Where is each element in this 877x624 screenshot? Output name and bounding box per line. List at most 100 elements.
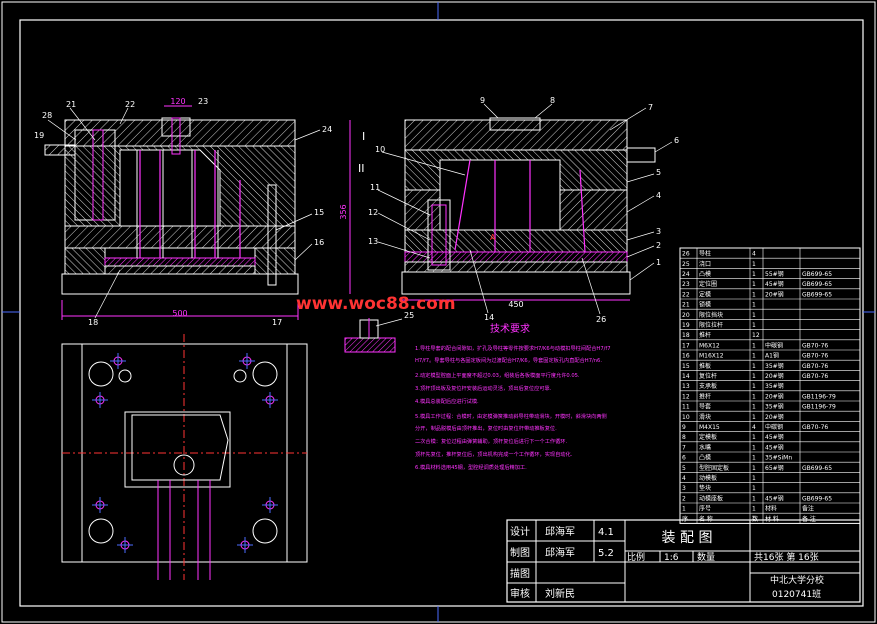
bom-cell: 1 xyxy=(752,414,756,421)
balloon-7: 7 xyxy=(648,103,653,112)
role-check: 审核 xyxy=(510,587,530,600)
bom-cell: 导套 xyxy=(699,403,711,411)
balloon-15: 15 xyxy=(314,208,324,217)
tech-req-line-2: H7/f7。导套导柱与各固定板间为过渡配合H7/K6，导套固定板孔内直配合H7/… xyxy=(415,356,602,364)
detail-view: 25 xyxy=(344,311,414,353)
balloon-16: 16 xyxy=(314,238,324,247)
balloon-19: 19 xyxy=(34,131,44,140)
front-width-dim: 500 xyxy=(172,309,187,318)
bom-cell: 1 xyxy=(752,495,756,502)
side-width-dim: 450 xyxy=(508,300,523,309)
bom-cell: 1 xyxy=(752,475,756,482)
bom-cell: 35#钢 xyxy=(765,403,784,411)
bom-cell: 1 xyxy=(752,312,756,319)
bom-cell: M16X12 xyxy=(699,353,724,360)
bom-cell: 4 xyxy=(752,424,756,431)
tech-req-line-8: 二次合模：复位过程由弹簧辅助，顶杆复位后进行下一个工作循环. xyxy=(415,437,567,445)
bom-cell: 3 xyxy=(682,485,686,492)
bom-header-cell: 序 xyxy=(682,515,688,523)
bom-cell: 2 xyxy=(682,495,686,502)
scale-value: 1:6 xyxy=(664,553,679,563)
bom-cell: 35#钢 xyxy=(765,382,784,390)
role-trace: 描图 xyxy=(510,567,530,580)
bom-cell: GB1196-79 xyxy=(802,404,836,411)
bom-cell: 11 xyxy=(682,404,690,411)
tech-req-title: 技术要求 xyxy=(490,322,530,335)
class-code: 0120741班 xyxy=(772,588,821,600)
bom-cell: GB699-65 xyxy=(802,281,832,288)
title-block: 设计 制图 描图 审核 邱海军 邱海军 刘新民 4.1 5.2 装 配 图 比例… xyxy=(506,519,861,603)
bom-cell: GB699-65 xyxy=(802,495,832,502)
bom-cell: 45#钢 xyxy=(765,494,784,502)
bom-cell: 浇口 xyxy=(699,260,711,268)
bom-cell: 19 xyxy=(682,322,690,329)
section-mark-2: II xyxy=(358,162,365,175)
bom-header-cell: 数 xyxy=(752,515,758,523)
bom-cell: 13 xyxy=(682,383,690,390)
bom-cell: 1 xyxy=(752,271,756,278)
tech-req-line-5: 4.模具总装配后应进行试模. xyxy=(415,397,479,405)
bom-cell: 定模板 xyxy=(699,433,717,441)
sheets: 共16张 第 16张 xyxy=(754,551,819,563)
balloon-17: 17 xyxy=(272,318,282,327)
bom-cell: 材料 xyxy=(765,505,777,513)
qty-label: 数量 xyxy=(697,551,715,563)
balloon-18: 18 xyxy=(88,318,98,327)
bom-header-cell: 备 注 xyxy=(802,515,816,523)
bom-cell: GB70-76 xyxy=(802,363,828,370)
balloon-10: 10 xyxy=(375,145,385,154)
bom-cell: GB70-76 xyxy=(802,373,828,380)
balloon-14: 14 xyxy=(484,313,494,322)
bom-cell: 35#SiMn xyxy=(765,455,792,462)
bom-cell: 型腔固定板 xyxy=(699,464,729,472)
bom-cell: 45#钢 xyxy=(765,443,784,451)
bom-cell: 1 xyxy=(752,363,756,370)
balloon-1: 1 xyxy=(656,258,661,267)
bom-cell: 15 xyxy=(682,363,690,370)
bom-cell: GB699-65 xyxy=(802,271,832,278)
role-draw: 制图 xyxy=(510,546,530,559)
bom-cell: GB699-65 xyxy=(802,291,832,298)
bom-cell: 1 xyxy=(752,444,756,451)
bom-cell: 1 xyxy=(752,342,756,349)
bom-cell: A1钢 xyxy=(765,352,779,360)
bom-cell: 凸模 xyxy=(699,454,711,462)
balloon-26: 26 xyxy=(596,315,606,324)
bom-cell: GB1196-79 xyxy=(802,393,836,400)
bom-cell: 17 xyxy=(682,342,690,349)
bom-cell: 定位圈 xyxy=(699,280,717,288)
balloon-24: 24 xyxy=(322,125,332,134)
inner-frame xyxy=(19,19,864,607)
bom-cell: 备注 xyxy=(802,505,814,513)
bom-cell: 序号 xyxy=(699,505,711,513)
bom-cell: 20#钢 xyxy=(765,392,784,400)
bom-cell: GB70-76 xyxy=(802,424,828,431)
balloon-13: 13 xyxy=(368,237,378,246)
bom-cell: 1 xyxy=(752,404,756,411)
bom-cell: 5 xyxy=(682,465,686,472)
bom-cell: 定模 xyxy=(699,290,711,298)
bom-cell: 1 xyxy=(752,302,756,309)
front-top-dim: 120 xyxy=(170,97,185,106)
bom-cell: 推板 xyxy=(699,362,711,370)
bom-cell: 20 xyxy=(682,312,690,319)
bom-cell: 1 xyxy=(752,506,756,513)
bom-cell: 20#钢 xyxy=(765,413,784,421)
section-mark-1: I xyxy=(362,130,365,143)
tech-req-line-1: 1.导柱导套的配合间隙如，扩孔及导柱等零件按要求H7/K6与动模扣导柱间配合H7… xyxy=(415,344,611,352)
bom-cell: 凸模 xyxy=(699,270,711,278)
name-checker: 刘新民 xyxy=(545,587,575,600)
bom-cell: 1 xyxy=(752,485,756,492)
name-designer: 邱海军 xyxy=(545,525,575,538)
bom-cell: 18 xyxy=(682,332,690,339)
bom-cell: 7 xyxy=(682,444,686,451)
balloon-28: 28 xyxy=(42,111,52,120)
bom-cell: 锁模 xyxy=(699,301,711,309)
bom-cell: 支承板 xyxy=(699,382,717,390)
bom-cell: 55#钢 xyxy=(765,270,784,278)
balloon-6: 6 xyxy=(674,136,679,145)
bom-cell: 35#钢 xyxy=(765,362,784,370)
bom-cell: 12 xyxy=(682,393,690,400)
